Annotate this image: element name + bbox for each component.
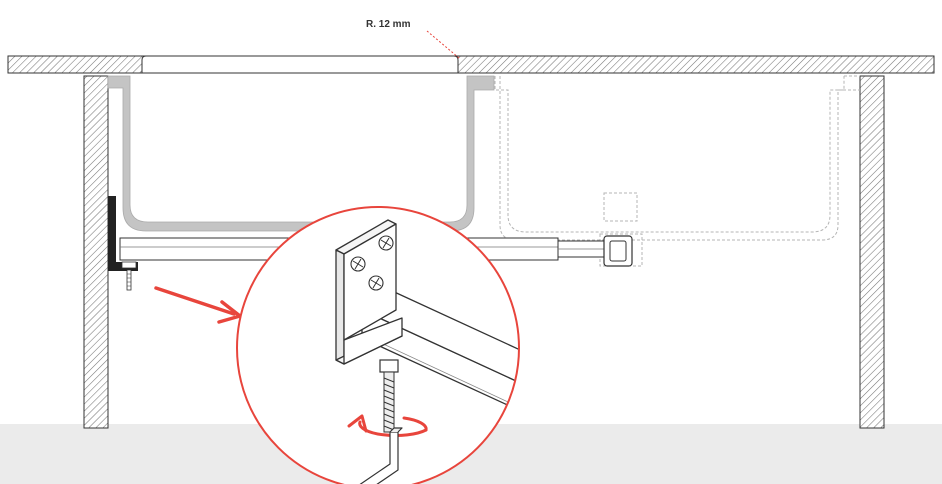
red-arrow-icon xyxy=(154,286,242,324)
cabinet-wall-left xyxy=(83,75,109,429)
zoom-bolt xyxy=(379,359,399,433)
radius-leader-line xyxy=(426,30,460,59)
zoom-screws xyxy=(350,235,394,291)
zoom-circle-border xyxy=(236,206,520,484)
zoom-detail xyxy=(236,206,520,484)
countertop xyxy=(7,55,935,74)
sink-bowl xyxy=(107,75,495,232)
rotation-arrow-icon xyxy=(347,414,428,437)
cabinet-wall-right xyxy=(859,75,885,429)
wall-bracket xyxy=(108,196,138,291)
hex-key-icon xyxy=(345,427,403,484)
radius-label: R. 12 mm xyxy=(366,19,411,30)
